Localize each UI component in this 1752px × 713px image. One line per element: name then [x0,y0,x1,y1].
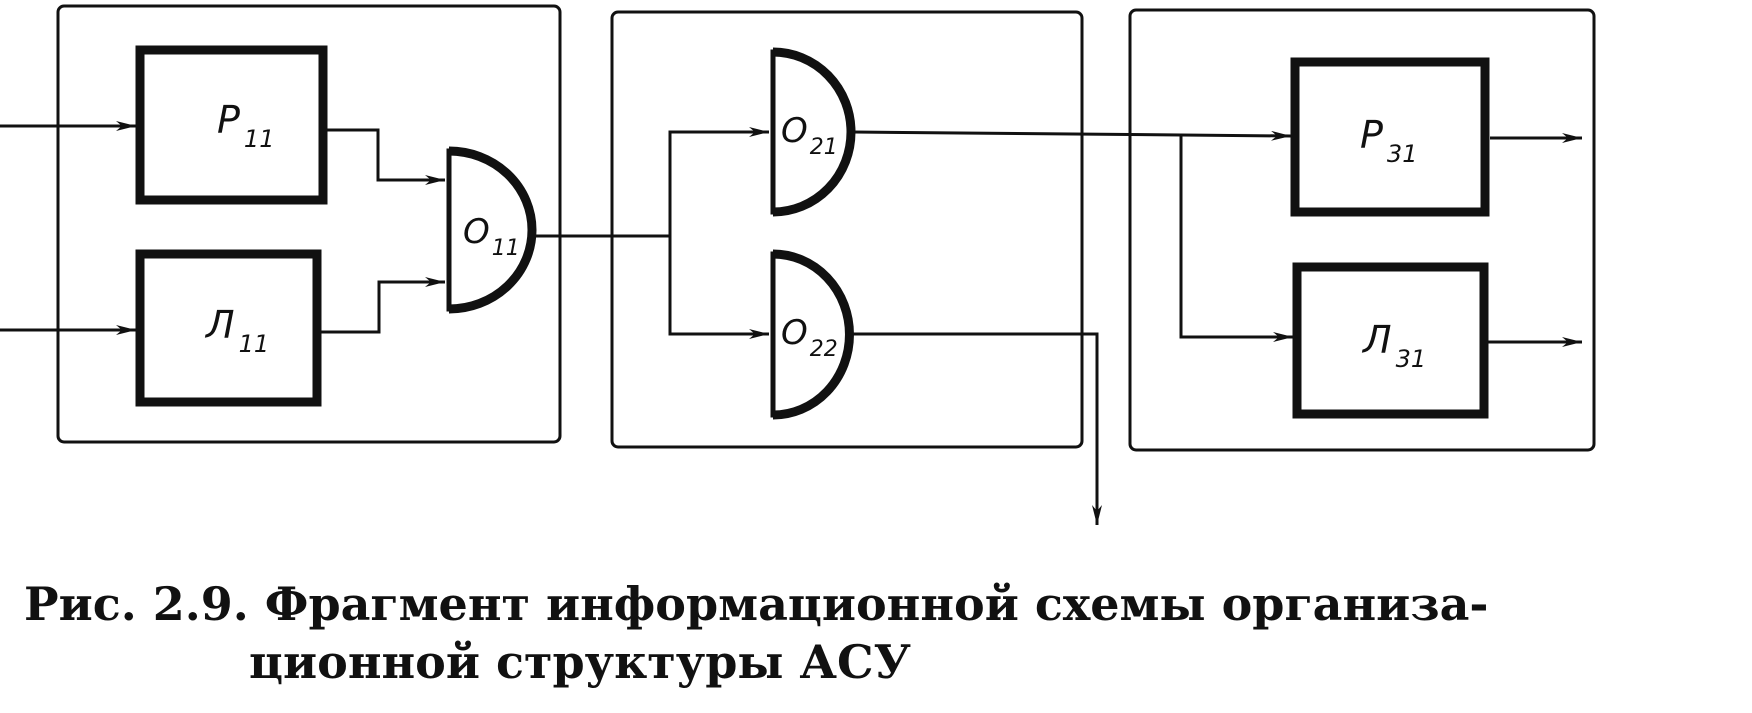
group-frame-1 [56,4,562,444]
node-label-o11: О11 [463,212,520,261]
edge-p11-o11 [327,128,445,185]
node-shape-o11 [446,148,535,312]
edge-o21-p31 [852,130,1292,141]
caption-line-2: ционной структуры АСУ [249,635,911,689]
node-shape-o21-arc [772,47,856,217]
node-box-l31 [1292,262,1489,419]
group-frame-2 [610,10,1084,449]
node-box-l11 [135,249,322,407]
figure-caption: Рис. 2.9. Фрагмент информационной схемы … [0,575,1752,691]
node-box-p11 [135,45,328,205]
node-box-p31 [1290,57,1490,217]
group-frame-3 [1128,8,1596,452]
edge-o11-o22 [668,236,769,339]
edge-o11-o21 [668,127,769,330]
node-shape-o22-arc [772,249,854,420]
caption-line-1: Рис. 2.9. Фрагмент информационной схемы … [24,577,1489,631]
node-shape-o11-arc [448,146,537,314]
edge-o22-down [851,332,1102,525]
edge-l11-o11 [321,277,445,334]
edge-o21-l31 [1179,135,1293,342]
node-label-o22: О22 [781,313,838,362]
node-label-o21: О21 [781,111,838,160]
